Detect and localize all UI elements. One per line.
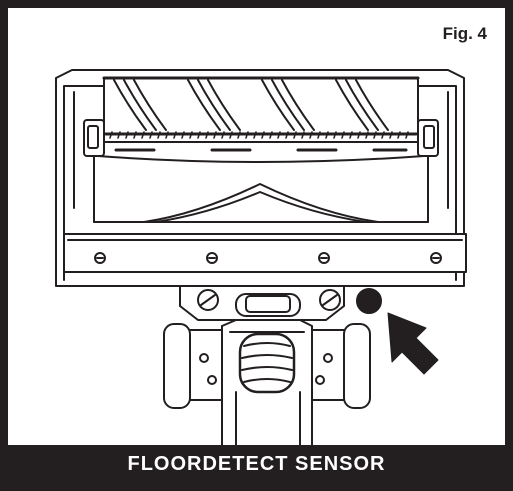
swivel-base: [179, 285, 345, 321]
wheel-left: [163, 323, 223, 409]
brush-latch-left: [73, 91, 105, 209]
caption-text: FLOORDETECT SENSOR: [127, 452, 386, 475]
suction-chamber: [93, 141, 429, 223]
caption-bar: FLOORDETECT SENSOR: [8, 445, 505, 483]
vacuum-underside-illustration: [55, 69, 467, 453]
brush-latch-right: [417, 91, 449, 209]
figure-number: Fig. 4: [442, 24, 487, 43]
arrow-icon: [387, 312, 439, 375]
floordetect-sensor-dot: [356, 288, 382, 314]
front-bumper: [63, 233, 467, 273]
hose-connector: [221, 319, 313, 453]
brush-roll: [102, 76, 420, 139]
wheel-right: [311, 323, 371, 409]
